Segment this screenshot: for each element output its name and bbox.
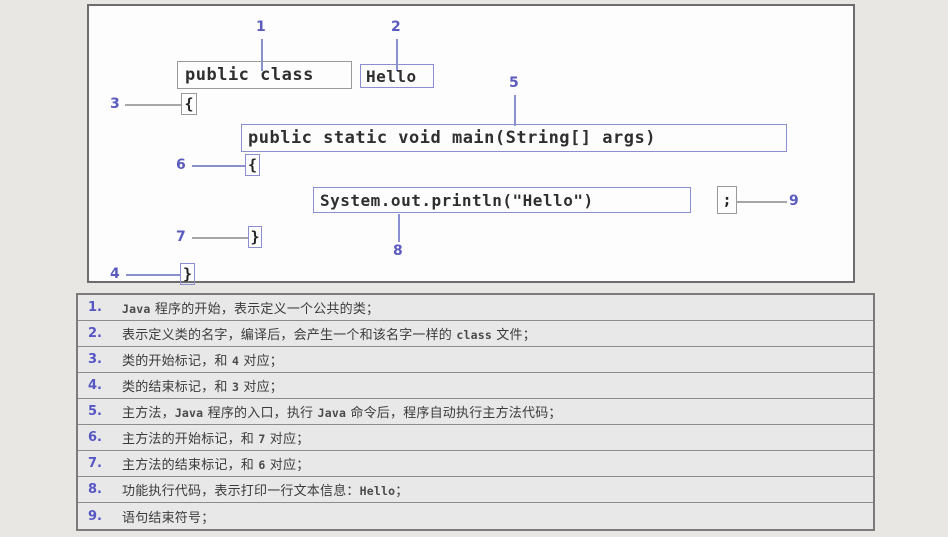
legend-text-token: 类的开始标记，和 — [122, 354, 232, 369]
code-box-class-declaration: public class — [177, 61, 352, 89]
legend-text-token: 主方法的开始标记，和 — [122, 432, 259, 447]
code-box-main-signature: public static void main(String[] args) — [241, 124, 787, 152]
legend-row-text: 主方法，Java 程序的入口，执行 Java 命令后，程序自动执行主方法代码； — [122, 402, 562, 421]
legend-text-token: 主方法， — [122, 406, 175, 421]
legend-code-token: class — [456, 328, 492, 342]
legend-text-token: ； — [395, 484, 409, 499]
callout-number-1: 1 — [256, 19, 266, 35]
legend-row-text: 主方法的结束标记，和 6 对应； — [122, 454, 309, 473]
legend-code-token: 3 — [231, 380, 240, 394]
legend-row-number: 7. — [88, 456, 102, 471]
legend-code-token: 6 — [258, 458, 266, 472]
code-box-println-statement: System.out.println("Hello") — [313, 187, 691, 213]
callout-number-9: 9 — [789, 193, 799, 209]
legend-row-number: 9. — [88, 508, 102, 524]
legend-text-token: 语句结束符号； — [122, 510, 215, 526]
legend-row: 4. 类的结束标记，和 3 对应； — [78, 373, 873, 399]
legend-row-text: Java 程序的开始，表示定义一个公共的类； — [122, 298, 379, 317]
legend-text-token: 类的结束标记，和 — [122, 380, 232, 395]
legend-text-token: 对应； — [265, 458, 310, 473]
legend-code-token: Hello — [359, 484, 396, 498]
code-box-semicolon: ; — [717, 186, 737, 214]
legend-row-text: 语句结束符号； — [122, 507, 214, 526]
legend-row: 6. 主方法的开始标记，和 7 对应； — [78, 425, 873, 451]
legend-row: 9. 语句结束符号； — [78, 503, 873, 529]
leader-line-6 — [192, 165, 245, 167]
leader-line-8 — [398, 214, 400, 242]
leader-line-2 — [396, 39, 398, 71]
legend-text-token: 文件； — [491, 328, 536, 343]
legend-row-text: 类的结束标记，和 3 对应； — [122, 376, 283, 395]
legend-text-token: 命令后，程序自动执行主方法代码； — [346, 406, 562, 421]
code-diagram-panel: 1 2 public class Hello 3 { 5 public stat… — [87, 4, 855, 285]
legend-row-number: 1. — [88, 300, 102, 315]
leader-line-7 — [192, 237, 248, 239]
legend-row-text: 主方法的开始标记，和 7 对应； — [122, 428, 309, 447]
legend-row-number: 4. — [88, 378, 102, 393]
legend-row: 2. 表示定义类的名字，编译后，会产生一个和该名字一样的 class 文件； — [78, 321, 873, 347]
legend-row-number: 2. — [88, 326, 102, 341]
legend-row: 7. 主方法的结束标记，和 6 对应； — [78, 451, 873, 477]
legend-text-token: 程序的开始，表示定义一个公共的类； — [150, 302, 380, 317]
legend-text-token: 主方法的结束标记，和 — [122, 458, 259, 473]
callout-number-7: 7 — [176, 229, 186, 245]
legend-code-token: Java — [317, 406, 347, 420]
callout-number-6: 6 — [176, 157, 186, 173]
callout-number-3: 3 — [110, 96, 120, 112]
callout-number-8: 8 — [393, 243, 403, 259]
legend-row: 1. Java 程序的开始，表示定义一个公共的类； — [78, 295, 873, 321]
legend-text-token: 对应； — [239, 380, 283, 395]
brace-box-class-close: } — [180, 263, 195, 285]
legend-code-token: Java — [122, 302, 151, 316]
legend-code-token: 7 — [258, 432, 266, 446]
legend-row-number: 6. — [88, 430, 102, 445]
legend-code-token: 4 — [231, 354, 240, 368]
brace-box-class-open: { — [181, 93, 197, 115]
brace-box-main-open: { — [245, 154, 260, 176]
legend-text-token: 程序的入口，执行 — [203, 406, 318, 421]
callout-number-4: 4 — [110, 266, 120, 282]
leader-line-9 — [737, 201, 787, 203]
callout-number-5: 5 — [509, 75, 519, 91]
legend-row-number: 8. — [88, 482, 102, 497]
callout-number-2: 2 — [391, 19, 401, 35]
brace-box-main-close: } — [248, 226, 262, 248]
leader-line-5 — [514, 95, 516, 126]
legend-row-number: 3. — [88, 352, 102, 367]
legend-row-number: 5. — [88, 404, 102, 419]
legend-text-token: 功能执行代码，表示打印一行文本信息： — [122, 484, 360, 499]
legend-row: 5.主方法，Java 程序的入口，执行 Java 命令后，程序自动执行主方法代码… — [78, 399, 873, 425]
legend-row: 8. 功能执行代码，表示打印一行文本信息：Hello； — [78, 477, 873, 503]
legend-text-token: 对应； — [265, 432, 310, 447]
legend-row-text: 功能执行代码，表示打印一行文本信息：Hello； — [122, 480, 408, 499]
legend-table: 1. Java 程序的开始，表示定义一个公共的类； 2. 表示定义类的名字，编译后，会… — [76, 293, 875, 531]
legend-row: 3. 类的开始标记，和 4 对应； — [78, 347, 873, 373]
leader-line-1 — [261, 39, 263, 71]
legend-code-token: Java — [174, 406, 204, 420]
legend-text-token: 对应； — [239, 354, 283, 369]
legend-text-token: 表示定义类的名字，编译后，会产生一个和该名字一样的 — [122, 328, 457, 343]
code-box-class-name: Hello — [360, 64, 434, 88]
legend-row-text: 类的开始标记，和 4 对应； — [122, 350, 283, 369]
leader-line-3 — [125, 104, 181, 106]
legend-row-text: 表示定义类的名字，编译后，会产生一个和该名字一样的 class 文件； — [122, 324, 536, 343]
leader-line-4 — [126, 274, 180, 276]
